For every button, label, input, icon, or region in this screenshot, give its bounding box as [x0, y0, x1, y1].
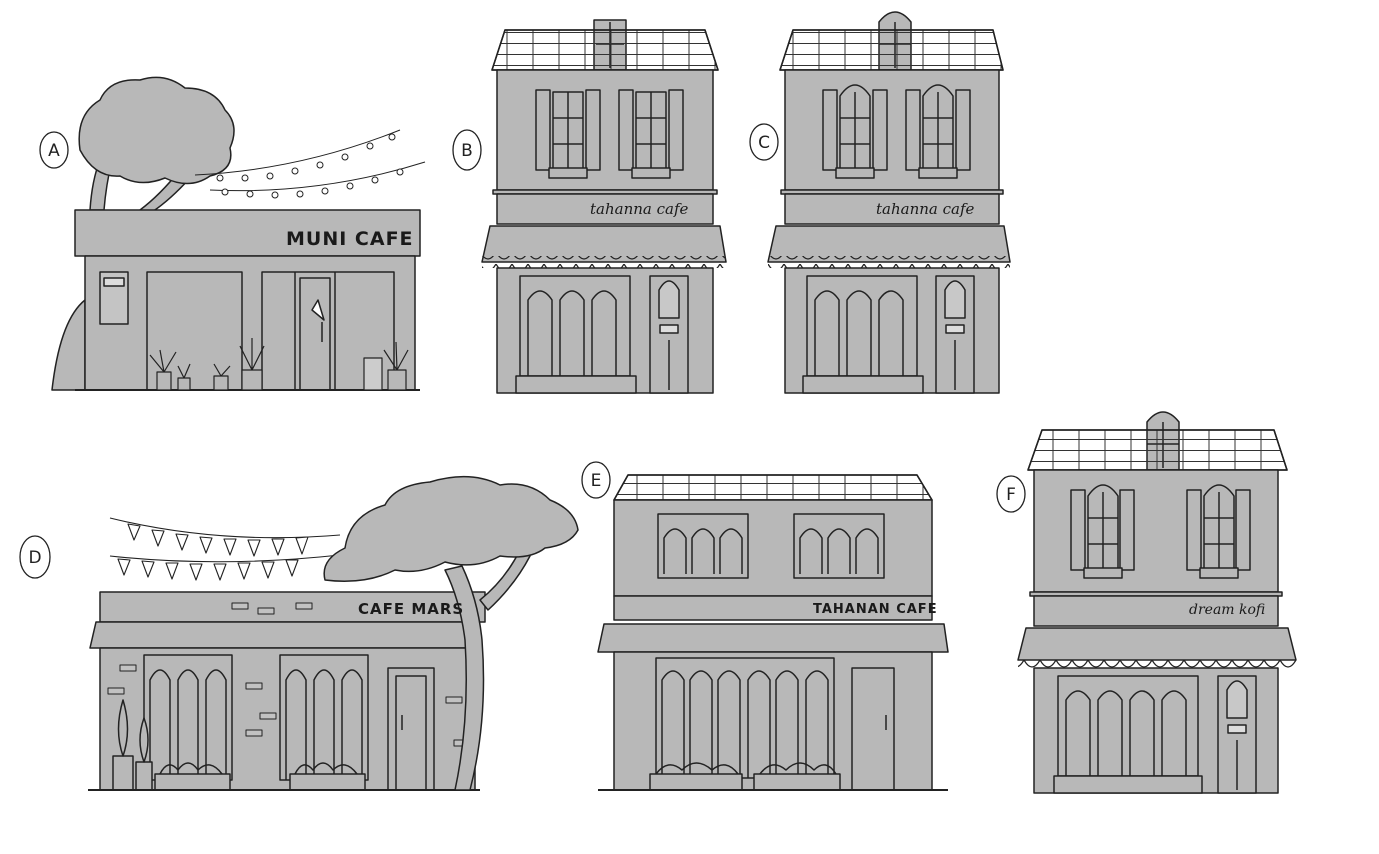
design-f-sign-text: dream kofi [1189, 602, 1265, 618]
marker-e: E [591, 471, 602, 491]
design-c-building [767, 11, 1011, 394]
marker-c: C [758, 133, 770, 153]
design-a-tree [51, 76, 235, 391]
marker-b: B [461, 141, 473, 161]
design-b: tahanna cafe [481, 19, 727, 394]
marker-c-circle [749, 123, 779, 161]
marker-b-circle [452, 129, 482, 171]
design-c: tahanna cafe [767, 11, 1011, 394]
design-a: MUNI CAFE [51, 76, 426, 391]
design-a-sign-text: MUNI CAFE [286, 228, 414, 250]
design-e-sign-text: TAHANAN CAFE [813, 602, 938, 617]
design-d: CAFE MARS [88, 475, 579, 791]
design-d-building [88, 591, 486, 791]
design-b-building [481, 19, 727, 394]
design-a-string-lights [194, 129, 426, 199]
design-f: dream kofi [1017, 411, 1297, 794]
marker-e-circle [581, 461, 611, 499]
marker-a-circle [39, 131, 69, 169]
marker-f-circle [996, 475, 1026, 513]
marker-d-circle [19, 535, 51, 579]
marker-a: A [48, 141, 60, 161]
design-c-sign-text: tahanna cafe [876, 200, 975, 218]
marker-d: D [28, 548, 41, 568]
design-a-building [74, 209, 421, 391]
design-d-tree [323, 475, 579, 791]
design-d-bunting [109, 517, 341, 581]
marker-f: F [1006, 485, 1016, 505]
design-d-sign-text: CAFE MARS [358, 600, 464, 618]
design-a-potted-plants [149, 338, 409, 391]
design-b-sign-text: tahanna cafe [590, 200, 689, 218]
design-f-building [1017, 411, 1297, 794]
design-e-building [597, 474, 949, 791]
design-e: TAHANAN CAFE [597, 474, 949, 791]
